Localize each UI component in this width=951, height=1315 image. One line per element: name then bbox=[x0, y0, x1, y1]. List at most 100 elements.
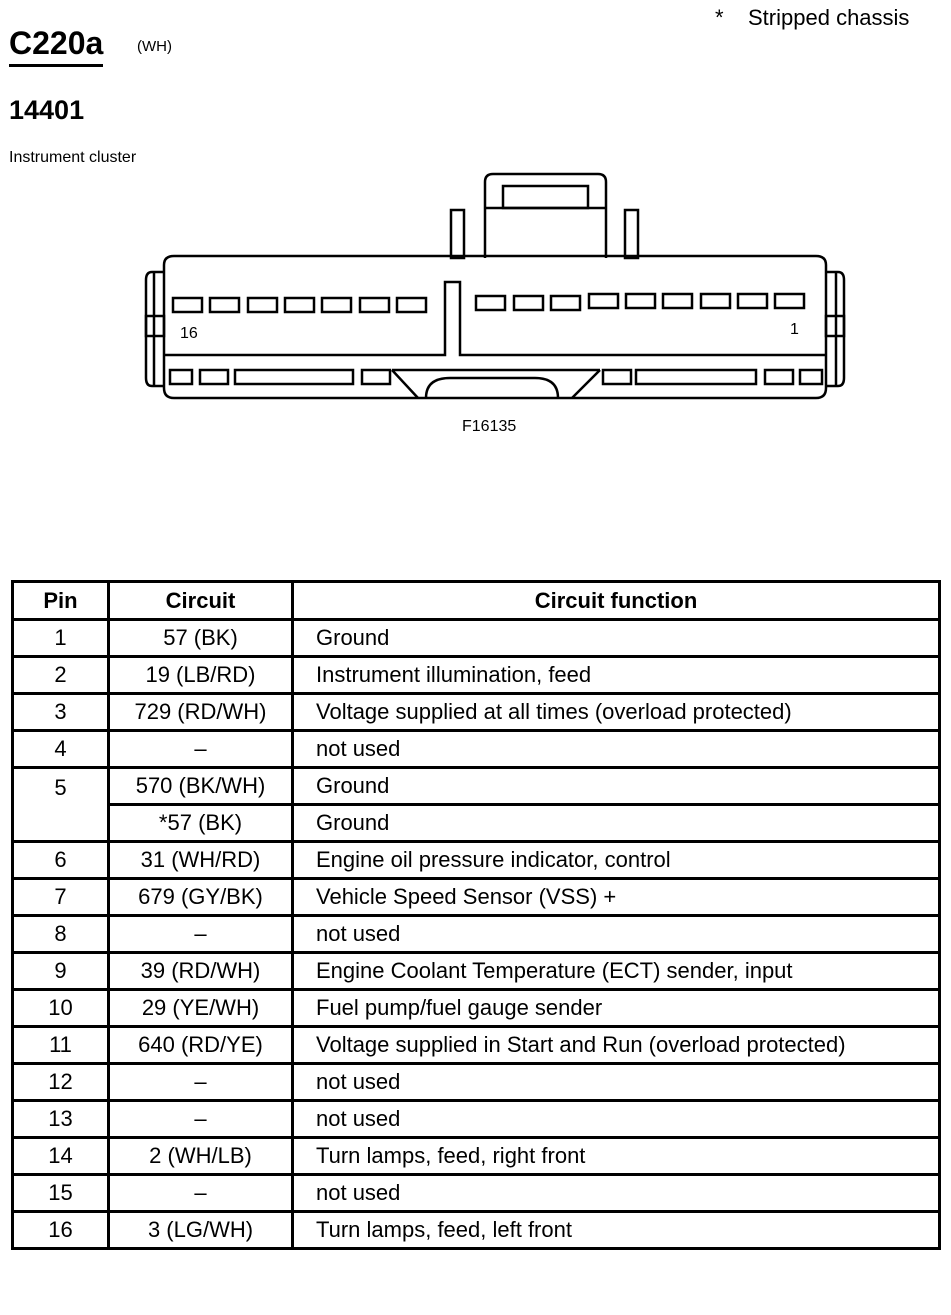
keyway-chamfer bbox=[391, 368, 601, 399]
circuit-cell: – bbox=[107, 729, 294, 769]
table-row: 9 39 (RD/WH) Engine Coolant Temperature … bbox=[11, 951, 941, 991]
cavity-divider bbox=[164, 280, 826, 357]
function-cell: Ground bbox=[291, 766, 941, 806]
function-cell: not used bbox=[291, 729, 941, 769]
function-cell: Fuel pump/fuel gauge sender bbox=[291, 988, 941, 1028]
circuit-cell: – bbox=[107, 1099, 294, 1139]
pin-cell: 5 bbox=[11, 766, 110, 843]
function-cell: not used bbox=[291, 914, 941, 954]
connector-face-diagram: 16 1 bbox=[144, 172, 846, 400]
pin-cell: 16 bbox=[11, 1210, 110, 1250]
pin-cell: 4 bbox=[11, 729, 110, 769]
table-row: 12 – not used bbox=[11, 1062, 941, 1102]
latch-window bbox=[501, 184, 590, 210]
part-number: 14401 bbox=[9, 95, 85, 125]
component-name: Instrument cluster bbox=[9, 149, 137, 166]
pin-cavity-3 bbox=[699, 292, 732, 310]
pin-cell: 10 bbox=[11, 988, 110, 1028]
circuit-cell: 57 (BK) bbox=[107, 618, 294, 658]
pin-cell: 14 bbox=[11, 1136, 110, 1176]
pin-cavity-15 bbox=[208, 296, 241, 314]
pin-label-16: 16 bbox=[180, 325, 198, 342]
pin-cavity-4 bbox=[661, 292, 694, 310]
circuit-cell: – bbox=[107, 1062, 294, 1102]
pin-cell: 12 bbox=[11, 1062, 110, 1102]
circuit-cell: 39 (RD/WH) bbox=[107, 951, 294, 991]
pin-table-header: Pin Circuit Circuit function bbox=[11, 580, 941, 621]
pin-cavity-12 bbox=[320, 296, 353, 314]
pin-cavity-2 bbox=[736, 292, 769, 310]
pin-cavity-7 bbox=[549, 294, 582, 312]
circuit-cell: 640 (RD/YE) bbox=[107, 1025, 294, 1065]
function-cell: Voltage supplied in Start and Run (overl… bbox=[291, 1025, 941, 1065]
function-cell: Engine Coolant Temperature (ECT) sender,… bbox=[291, 951, 941, 991]
pin-label-1: 1 bbox=[790, 321, 799, 338]
bottom-tab bbox=[798, 368, 824, 386]
pin-cell: 1 bbox=[11, 618, 110, 658]
connector-id: C220a bbox=[9, 24, 104, 67]
function-cell: Vehicle Speed Sensor (VSS) + bbox=[291, 877, 941, 917]
function-cell: Turn lamps, feed, right front bbox=[291, 1136, 941, 1176]
function-cell: Turn lamps, feed, left front bbox=[291, 1210, 941, 1250]
table-row: 7 679 (GY/BK) Vehicle Speed Sensor (VSS)… bbox=[11, 877, 941, 917]
pin-cell: 15 bbox=[11, 1173, 110, 1213]
table-row: 4 – not used bbox=[11, 729, 941, 769]
latch-outline bbox=[483, 172, 608, 258]
pin-cavity-6 bbox=[587, 292, 620, 310]
table-row: 5 570 (BK/WH) Ground bbox=[11, 766, 941, 843]
pin-cavities bbox=[171, 292, 806, 314]
circuit-cell: 29 (YE/WH) bbox=[107, 988, 294, 1028]
keyway-arch bbox=[424, 376, 560, 399]
circuit-cell: 679 (GY/BK) bbox=[107, 877, 294, 917]
circuit-cell: 570 (BK/WH) bbox=[107, 766, 294, 806]
pin-cavity-9 bbox=[474, 294, 507, 312]
bottom-tab bbox=[763, 368, 795, 386]
circuit-cell: 2 (WH/LB) bbox=[107, 1136, 294, 1176]
header-circuit: Circuit bbox=[107, 580, 294, 621]
bottom-tab bbox=[634, 368, 758, 386]
table-row: 14 2 (WH/LB) Turn lamps, feed, right fro… bbox=[11, 1136, 941, 1176]
header-pin: Pin bbox=[11, 580, 110, 621]
table-row: *57 (BK) Ground bbox=[13, 803, 941, 843]
pin-cell: 3 bbox=[11, 692, 110, 732]
pin-cell: 11 bbox=[11, 1025, 110, 1065]
circuit-cell: – bbox=[107, 914, 294, 954]
circuit-cell: 19 (LB/RD) bbox=[107, 655, 294, 695]
table-row: 3 729 (RD/WH) Voltage supplied at all ti… bbox=[11, 692, 941, 732]
bottom-tab bbox=[360, 368, 392, 386]
header-function: Circuit function bbox=[291, 580, 941, 621]
bottom-tab bbox=[198, 368, 230, 386]
table-row: 11 640 (RD/YE) Voltage supplied in Start… bbox=[11, 1025, 941, 1065]
post-right bbox=[623, 208, 640, 260]
function-cell: Instrument illumination, feed bbox=[291, 655, 941, 695]
function-cell: not used bbox=[291, 1062, 941, 1102]
circuit-cell: 3 (LG/WH) bbox=[107, 1210, 294, 1250]
bottom-tab bbox=[233, 368, 355, 386]
bottom-tab bbox=[601, 368, 633, 386]
pin-table: Pin Circuit Circuit function 1 57 (BK) G… bbox=[11, 580, 941, 1250]
function-cell: Ground bbox=[291, 618, 941, 658]
table-row: 13 – not used bbox=[11, 1099, 941, 1139]
post-left bbox=[449, 208, 466, 260]
pin-cavity-14 bbox=[246, 296, 279, 314]
function-cell: not used bbox=[291, 1099, 941, 1139]
connector-color: (WH) bbox=[137, 38, 172, 55]
function-cell: not used bbox=[291, 1173, 941, 1213]
pin-cell: 9 bbox=[11, 951, 110, 991]
table-row: 16 3 (LG/WH) Turn lamps, feed, left fron… bbox=[11, 1210, 941, 1250]
pin-cavity-8 bbox=[512, 294, 545, 312]
table-row: 15 – not used bbox=[11, 1173, 941, 1213]
pin-cell: 8 bbox=[11, 914, 110, 954]
table-row: 2 19 (LB/RD) Instrument illumination, fe… bbox=[11, 655, 941, 695]
table-row: 6 31 (WH/RD) Engine oil pressure indicat… bbox=[11, 840, 941, 880]
circuit-cell: 31 (WH/RD) bbox=[107, 840, 294, 880]
circuit-cell: 729 (RD/WH) bbox=[107, 692, 294, 732]
figure-id: F16135 bbox=[462, 418, 517, 435]
table-row: 8 – not used bbox=[11, 914, 941, 954]
circuit-cell: *57 (BK) bbox=[107, 803, 294, 843]
pin-cavity-5 bbox=[624, 292, 657, 310]
table-row: 1 57 (BK) Ground bbox=[11, 618, 941, 658]
connector-body bbox=[162, 254, 828, 400]
pin-cavity-16 bbox=[171, 296, 204, 314]
function-cell: Ground bbox=[291, 803, 941, 843]
